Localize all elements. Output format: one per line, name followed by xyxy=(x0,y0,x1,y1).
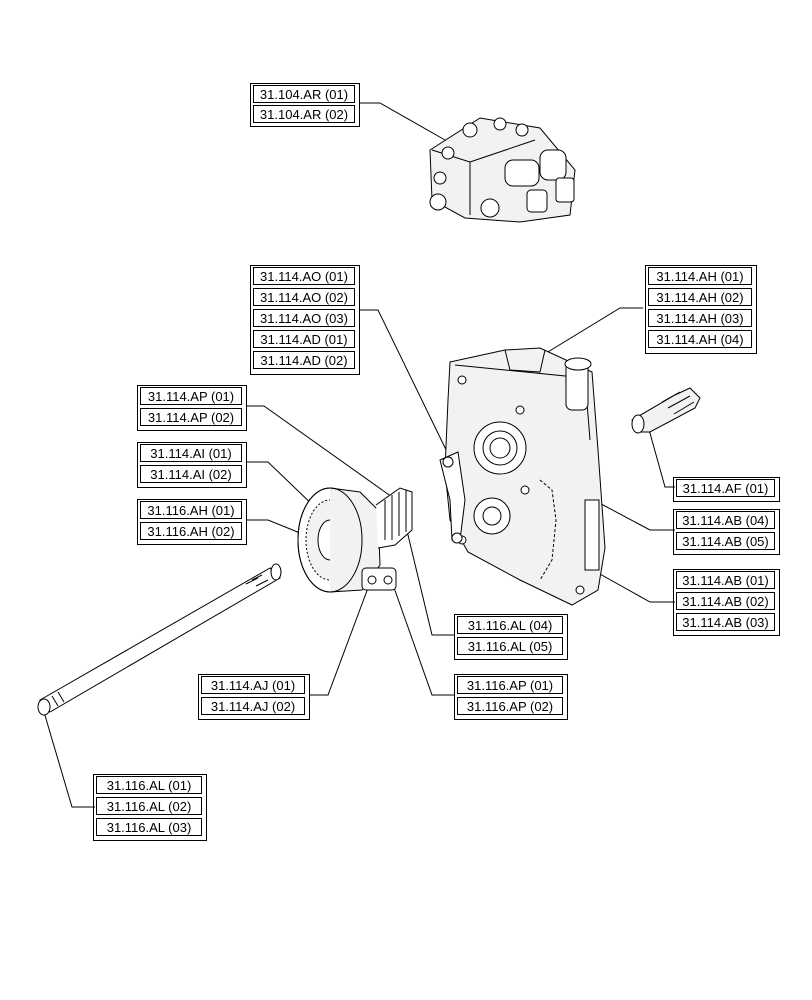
ref-31-116-al-02[interactable]: 31.116.AL (02) xyxy=(96,797,202,815)
ref-31-114-ah-01[interactable]: 31.114.AH (01) xyxy=(648,267,752,285)
pto-stub-shaft xyxy=(631,387,701,434)
ref-31-116-al-03[interactable]: 31.116.AL (03) xyxy=(96,818,202,836)
ref-31-114-ap-01[interactable]: 31.114.AP (01) xyxy=(140,387,242,405)
ref-31-104-ar-01[interactable]: 31.104.AR (01) xyxy=(253,85,355,103)
ref-group-valve xyxy=(250,83,360,127)
leader-shaft-ap xyxy=(247,405,393,498)
ref-31-114-ai-01[interactable]: 31.114.AI (01) xyxy=(140,444,242,462)
leader-housing-ab-upper xyxy=(589,497,675,531)
leader-gear-ah xyxy=(247,519,306,536)
ref-group-pto-stub xyxy=(673,477,780,502)
control-valve-block xyxy=(429,117,576,223)
ref-31-114-ab-02[interactable]: 31.114.AB (02) xyxy=(676,592,775,610)
ref-31-116-ah-01[interactable]: 31.116.AH (01) xyxy=(140,501,242,519)
ref-31-116-ap-02[interactable]: 31.116.AP (02) xyxy=(457,697,563,715)
leader-valve-ap xyxy=(391,581,455,696)
ref-31-114-ah-02[interactable]: 31.114.AH (02) xyxy=(648,288,752,306)
ref-group-shaft-al-lower xyxy=(93,774,207,841)
ref-group-shaft-al-upper xyxy=(454,614,568,660)
ref-31-114-ad-02[interactable]: 31.114.AD (02) xyxy=(253,351,355,369)
control-lever xyxy=(439,451,466,544)
leader-lever xyxy=(360,309,453,463)
ref-31-114-ah-03[interactable]: 31.114.AH (03) xyxy=(648,309,752,327)
ref-group-valve-ap xyxy=(454,674,568,720)
ref-31-116-al-05[interactable]: 31.116.AL (05) xyxy=(457,637,563,655)
ref-group-gear-ah xyxy=(137,499,247,545)
ref-31-114-ab-04[interactable]: 31.114.AB (04) xyxy=(676,511,775,529)
ref-group-valve-aj xyxy=(198,674,310,720)
clutch-pack xyxy=(297,487,413,593)
ref-31-116-al-04[interactable]: 31.116.AL (04) xyxy=(457,616,563,634)
leader-shaft-al-upper xyxy=(401,509,455,636)
ref-31-104-ar-02[interactable]: 31.104.AR (02) xyxy=(253,105,355,123)
ref-31-116-ah-02[interactable]: 31.116.AH (02) xyxy=(140,522,242,540)
ref-31-114-ab-01[interactable]: 31.114.AB (01) xyxy=(676,571,775,589)
ref-group-housing-ab-upper xyxy=(673,509,780,555)
leader-housing xyxy=(537,307,643,359)
leader-shaft-al-lower xyxy=(43,711,95,808)
ref-31-114-aj-02[interactable]: 31.114.AJ (02) xyxy=(201,697,305,715)
ref-31-114-ap-02[interactable]: 31.114.AP (02) xyxy=(140,408,242,426)
leader-valve-aj xyxy=(310,587,369,696)
ref-31-114-ao-02[interactable]: 31.114.AO (02) xyxy=(253,288,355,306)
ref-31-114-ad-01[interactable]: 31.114.AD (01) xyxy=(253,330,355,348)
ref-31-116-ap-01[interactable]: 31.116.AP (01) xyxy=(457,676,563,694)
ref-group-housing xyxy=(645,265,757,354)
long-splined-shaft xyxy=(37,563,282,716)
ref-group-housing-ab-lower xyxy=(673,569,780,636)
leader-valve xyxy=(360,102,446,141)
ref-31-114-ah-04[interactable]: 31.114.AH (04) xyxy=(648,330,752,348)
ref-31-114-ai-02[interactable]: 31.114.AI (02) xyxy=(140,465,242,483)
ref-31-114-af-01[interactable]: 31.114.AF (01) xyxy=(676,479,775,497)
ref-31-116-al-01[interactable]: 31.116.AL (01) xyxy=(96,776,202,794)
leader-clutch-ai xyxy=(247,461,321,513)
ref-31-114-aj-01[interactable]: 31.114.AJ (01) xyxy=(201,676,305,694)
ref-31-114-ab-05[interactable]: 31.114.AB (05) xyxy=(676,532,775,550)
ref-31-114-ao-03[interactable]: 31.114.AO (03) xyxy=(253,309,355,327)
ref-group-clutch-ai xyxy=(137,442,247,488)
ref-31-114-ab-03[interactable]: 31.114.AB (03) xyxy=(676,613,775,631)
leader-pto-stub xyxy=(647,425,675,488)
ref-group-shaft-ap xyxy=(137,385,247,431)
ref-31-114-ao-01[interactable]: 31.114.AO (01) xyxy=(253,267,355,285)
ref-group-lever xyxy=(250,265,360,375)
pto-gear-housing xyxy=(444,347,606,606)
